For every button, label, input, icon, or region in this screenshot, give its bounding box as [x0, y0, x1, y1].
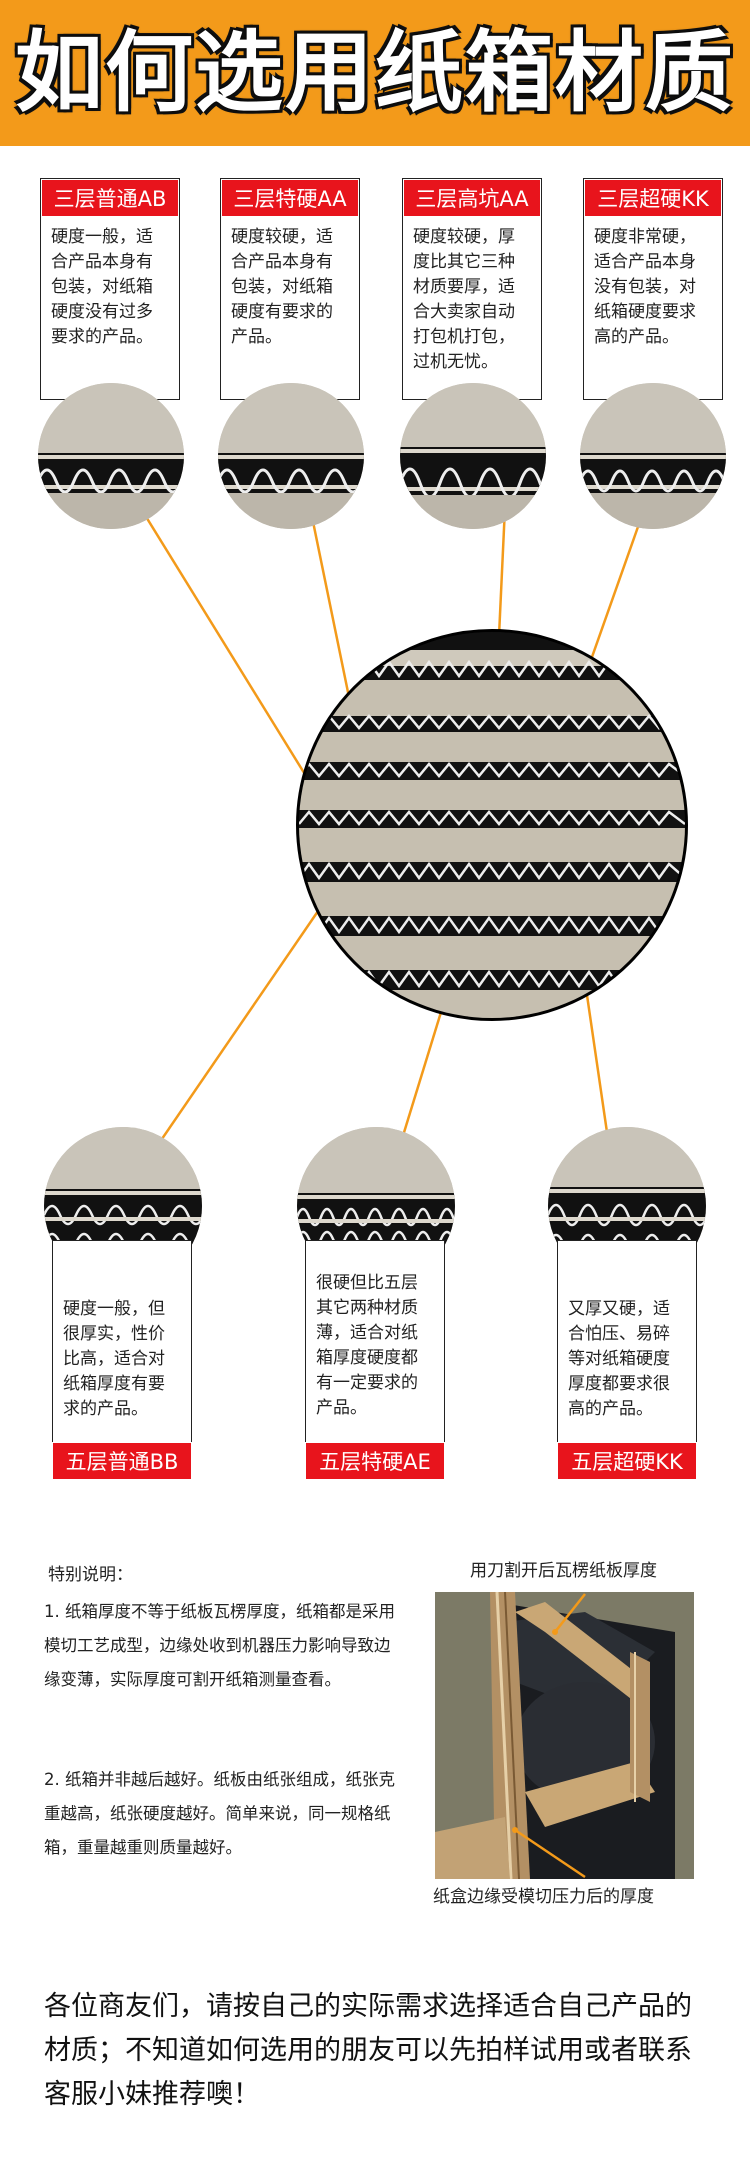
cardboard-sample-image: [38, 383, 184, 529]
card-title: 五层特硬AE: [305, 1442, 445, 1480]
card-description: 又厚又硬，适合怕压、易碎等对纸箱硬度厚度都要求很高的产品。: [568, 1299, 670, 1419]
card-three-layer-aa-hard: 三层特硬AA 硬度较硬，适合产品本身有包装，对纸箱硬度有要求的产品。: [220, 178, 360, 400]
photo-caption-bottom: 纸盒边缘受模切压力后的厚度: [433, 1887, 654, 1907]
card-description: 硬度一般，但很厚实，性价比高，适合对纸箱厚度有要求的产品。: [63, 1299, 165, 1419]
note-item-2: 2. 纸箱并非越后越好。纸板由纸张组成，纸张克重越高，纸张硬度越好。简单来说，同…: [44, 1770, 395, 1857]
card-title: 三层超硬KK: [584, 179, 722, 217]
cardboard-stack-image: [296, 629, 688, 1021]
note-item-1: 1. 纸箱厚度不等于纸板瓦楞厚度，纸箱都是采用模切工艺成型，边缘处收到机器压力影…: [44, 1602, 395, 1689]
card-description: 硬度较硬，厚度比其它三种材质要厚，适合大卖家自动打包机打包，过机无忧。: [413, 227, 515, 372]
card-title: 三层特硬AA: [221, 179, 359, 217]
card-description: 很硬但比五层其它两种材质薄，适合对纸箱厚度硬度都有一定要求的产品。: [316, 1273, 418, 1418]
card-title: 三层普通AB: [41, 179, 179, 217]
card-description: 硬度较硬，适合产品本身有包装，对纸箱硬度有要求的产品。: [231, 227, 333, 347]
footer-message: 各位商友们，请按自己的实际需求选择适合自己产品的材质；不知道如何选用的朋友可以先…: [44, 1991, 692, 2110]
card-five-layer-bb: 硬度一般，但很厚实，性价比高，适合对纸箱厚度有要求的产品。 五层普通BB: [52, 1240, 192, 1480]
cardboard-sample-image: [580, 383, 726, 529]
card-description: 硬度一般，适合产品本身有包装，对纸箱硬度没有过多要求的产品。: [51, 227, 153, 347]
photo-caption-top: 用刀割开后瓦楞纸板厚度: [470, 1561, 657, 1581]
card-five-layer-kk: 又厚又硬，适合怕压、易碎等对纸箱硬度厚度都要求很高的产品。 五层超硬KK: [557, 1240, 697, 1480]
card-three-layer-aa-high: 三层高坑AA 硬度较硬，厚度比其它三种材质要厚，适合大卖家自动打包机打包，过机无…: [402, 178, 542, 400]
card-five-layer-ae: 很硬但比五层其它两种材质薄，适合对纸箱厚度硬度都有一定要求的产品。 五层特硬AE: [305, 1240, 445, 1480]
page-title: 如何选用纸箱材质: [14, 21, 735, 124]
cut-box-photo: [435, 1592, 694, 1879]
card-description: 硬度非常硬，适合产品本身没有包装，对纸箱硬度要求高的产品。: [594, 227, 696, 347]
notes-title: 特别说明：: [48, 1565, 133, 1585]
cardboard-sample-image: [218, 383, 364, 529]
card-title: 五层超硬KK: [557, 1442, 697, 1480]
card-three-layer-kk: 三层超硬KK 硬度非常硬，适合产品本身没有包装，对纸箱硬度要求高的产品。: [583, 178, 723, 400]
cardboard-sample-image: [400, 383, 546, 529]
card-title: 五层普通BB: [52, 1442, 192, 1480]
header-banner: 如何选用纸箱材质: [0, 0, 750, 146]
card-title: 三层高坑AA: [403, 179, 541, 217]
card-three-layer-ab: 三层普通AB 硬度一般，适合产品本身有包装，对纸箱硬度没有过多要求的产品。: [40, 178, 180, 400]
